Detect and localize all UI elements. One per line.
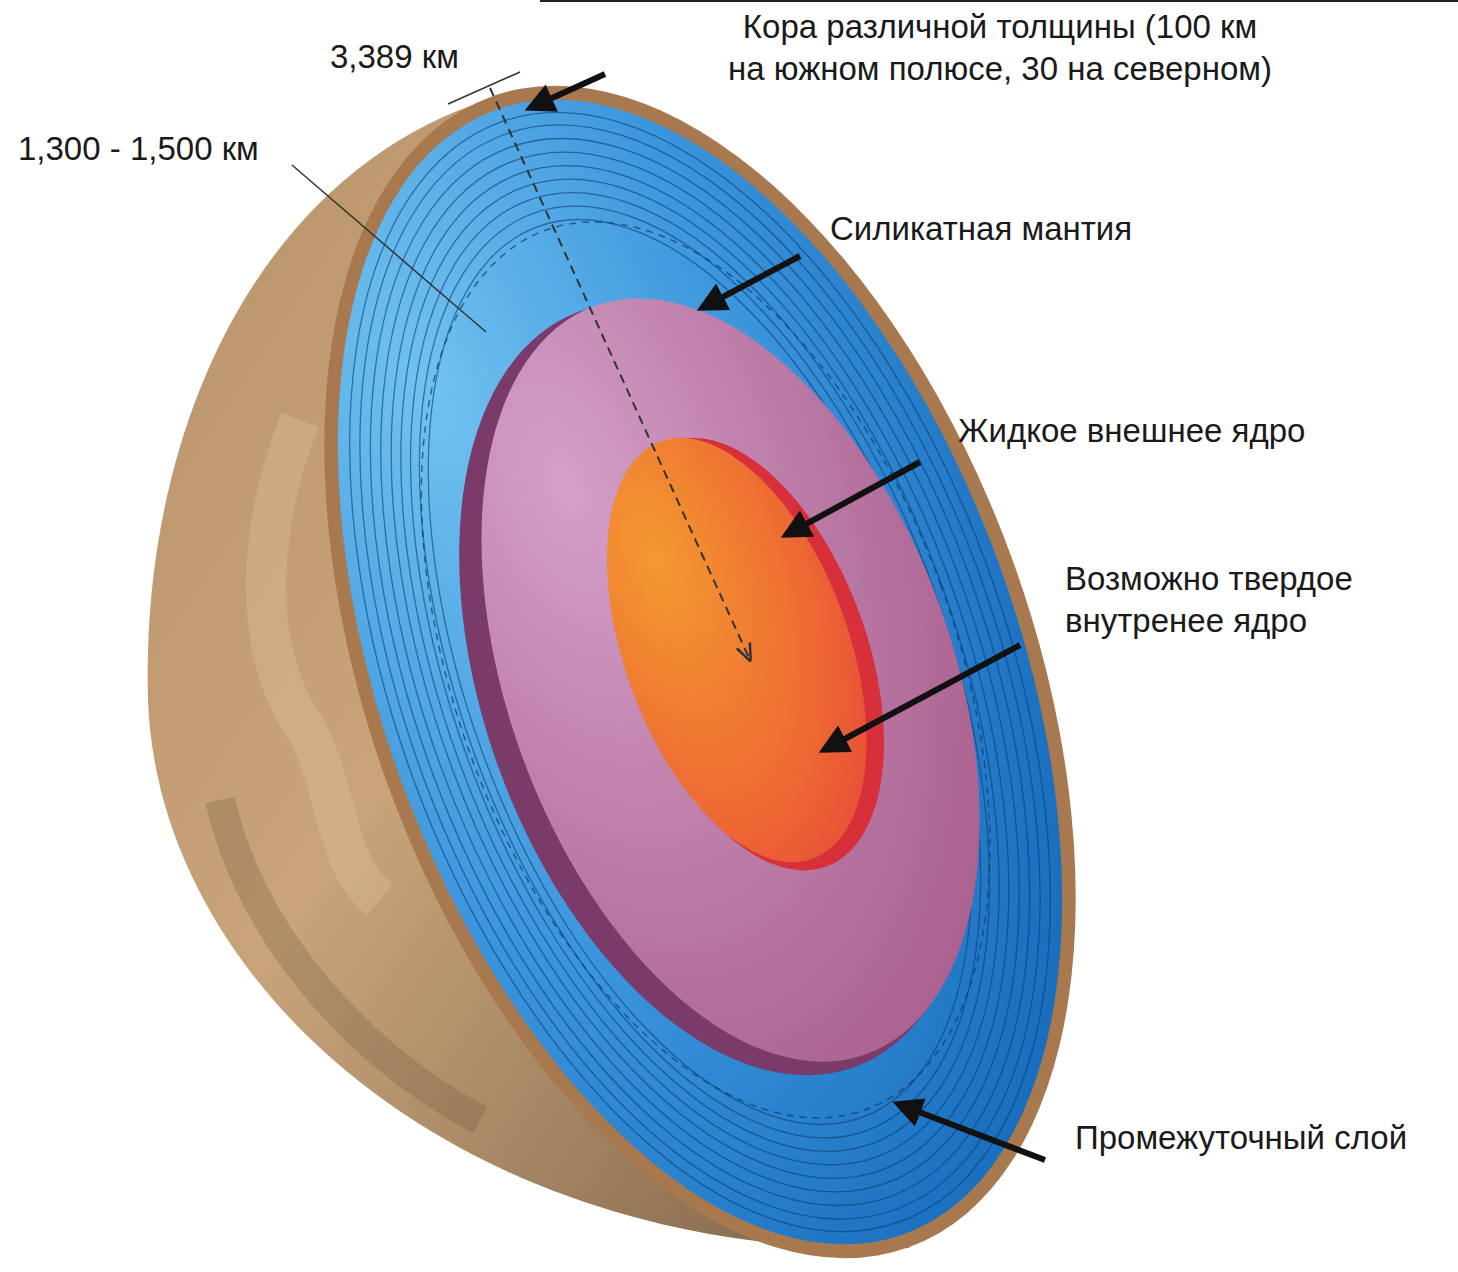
callout-arrow	[824, 645, 1020, 750]
callout-arrow	[898, 1104, 1045, 1160]
outer-core	[386, 230, 1075, 1130]
dimension-tick	[448, 72, 520, 104]
mantle	[197, 1, 1204, 1272]
transition-layer	[311, 145, 1101, 1196]
cut-face	[179, 0, 1222, 1272]
callout-label: Возможно твердое внутренее ядро	[1065, 558, 1435, 642]
mantle-layers	[212, 18, 1187, 1272]
callout-arrow	[702, 256, 800, 308]
callout-label: Промежуточный слой	[1075, 1117, 1407, 1159]
inner-core	[556, 403, 918, 897]
leader-line	[292, 165, 486, 332]
radius-line	[490, 88, 750, 660]
callout-label: Кора различной толщины (100 км на южном …	[600, 6, 1400, 90]
dimension-label: 3,389 км	[330, 36, 459, 78]
top-rule	[540, 0, 1458, 2]
dimension-label: 1,300 - 1,500 км	[18, 128, 259, 170]
callout-arrow	[530, 74, 605, 108]
callout-arrow	[786, 462, 920, 535]
crust-rim	[179, 0, 1222, 1272]
callout-label: Силикатная мантия	[830, 208, 1132, 250]
callout-label: Жидкое внешнее ядро	[958, 410, 1305, 452]
